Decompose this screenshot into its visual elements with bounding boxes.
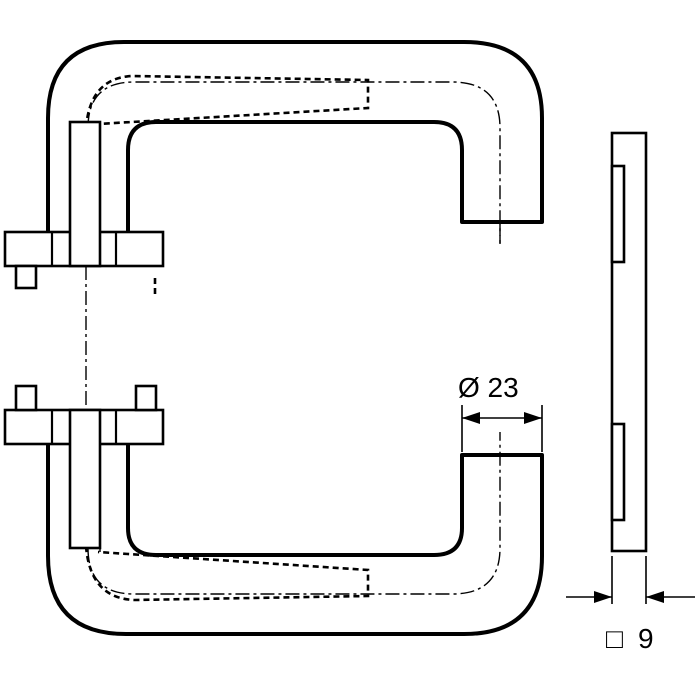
lower-handle-half [3, 384, 544, 636]
diameter-label: Ø 23 [458, 372, 519, 403]
lower-fixing-pin-left [14, 384, 38, 412]
lower-fixing-pin-right [134, 384, 158, 412]
square-arrow-right [646, 591, 664, 603]
upper-fixing-pin [14, 264, 38, 290]
square-arrow-left [594, 591, 612, 603]
side-view-lower-rosette [610, 422, 626, 522]
square-label: 9 [638, 623, 654, 654]
lower-handle-centerline [87, 424, 501, 595]
lower-rosette-shank [68, 408, 102, 550]
lower-handle-outer-outline [46, 442, 544, 636]
side-view [610, 131, 648, 553]
diameter-arrow-left [462, 412, 480, 424]
diameter-dimension: Ø 23 [458, 372, 543, 452]
upper-hidden-thread-line [84, 74, 370, 129]
lower-hidden-thread-line [84, 545, 370, 602]
diameter-arrow-right [524, 412, 542, 424]
square-dimension: □ 9 [566, 556, 695, 654]
upper-handle-half [3, 40, 544, 294]
square-symbol: □ [606, 623, 623, 654]
upper-handle-centerline [87, 81, 501, 252]
upper-handle-outer-outline [46, 40, 544, 234]
side-view-upper-rosette [610, 164, 626, 264]
upper-rosette-shank [68, 120, 102, 268]
